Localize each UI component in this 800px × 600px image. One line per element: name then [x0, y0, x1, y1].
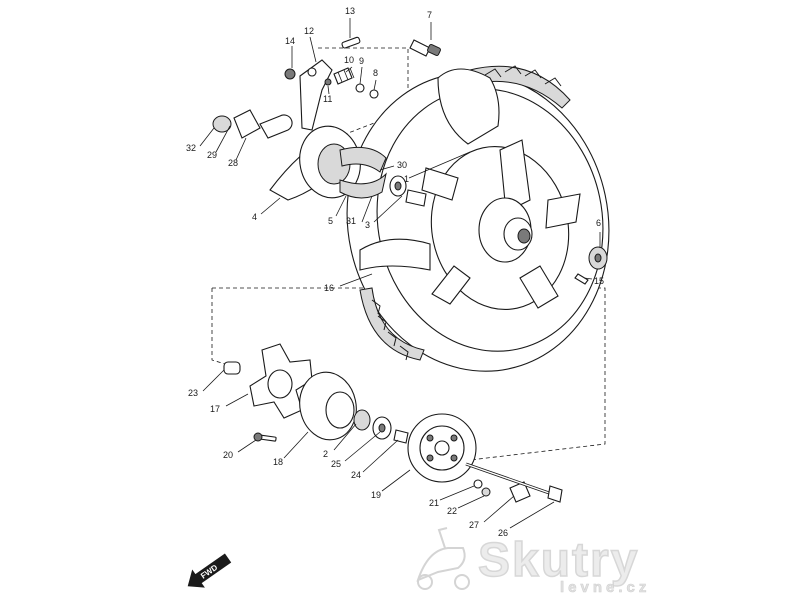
callout-32: 32: [186, 143, 196, 153]
fwd-arrow-icon: [187, 553, 232, 588]
callout-10: 10: [344, 55, 354, 65]
rim: [421, 139, 581, 310]
watermark-domain: levne.cz: [560, 579, 650, 596]
scooter-logo-icon: [416, 527, 470, 590]
callout-15: 15: [594, 276, 604, 286]
callout-25: 25: [331, 459, 341, 469]
brake-panel: [212, 109, 427, 207]
watermark-brand: Skutry: [478, 534, 639, 587]
callout-29: 29: [207, 150, 217, 160]
callout-21: 21: [429, 498, 439, 508]
callout-2: 2: [323, 449, 328, 459]
callout-7: 7: [427, 10, 432, 20]
callout-9: 9: [359, 56, 364, 66]
valve: [409, 39, 441, 57]
right-side-parts: [574, 246, 608, 285]
callout-6: 6: [596, 218, 601, 228]
callout-31: 31: [346, 216, 356, 226]
sprocket: [407, 413, 477, 483]
callout-28: 28: [228, 158, 238, 168]
callout-23: 23: [188, 388, 198, 398]
callout-19: 19: [371, 490, 381, 500]
leader-lines: [199, 18, 601, 529]
callout-11: 11: [323, 94, 332, 104]
watermark: Skutry levne.cz: [416, 527, 650, 596]
callout-8: 8: [373, 68, 378, 78]
callout-13: 13: [345, 6, 355, 16]
callout-14: 14: [285, 36, 295, 46]
callout-17: 17: [210, 404, 220, 414]
callout-26: 26: [498, 528, 508, 538]
tire-tread: [371, 65, 562, 361]
callout-16: 16: [324, 283, 334, 293]
callout-20: 20: [223, 450, 233, 460]
callout-5: 5: [328, 216, 333, 226]
brake-arm-assembly: [284, 36, 379, 131]
callout-27: 27: [469, 520, 479, 530]
callout-4: 4: [252, 212, 257, 222]
callouts: 1 2 3 4 5 6 7 8 9 10 11 12 13 14 15 16 1…: [186, 6, 604, 538]
callout-18: 18: [273, 457, 283, 467]
fwd-arrow: FWD: [187, 553, 232, 588]
callout-22: 22: [447, 506, 457, 516]
callout-30: 30: [397, 160, 407, 170]
callout-1: 1: [404, 174, 409, 184]
callout-12: 12: [304, 26, 314, 36]
lower-drive-assembly: [223, 343, 563, 503]
callout-3: 3: [365, 220, 370, 230]
callout-24: 24: [351, 470, 361, 480]
